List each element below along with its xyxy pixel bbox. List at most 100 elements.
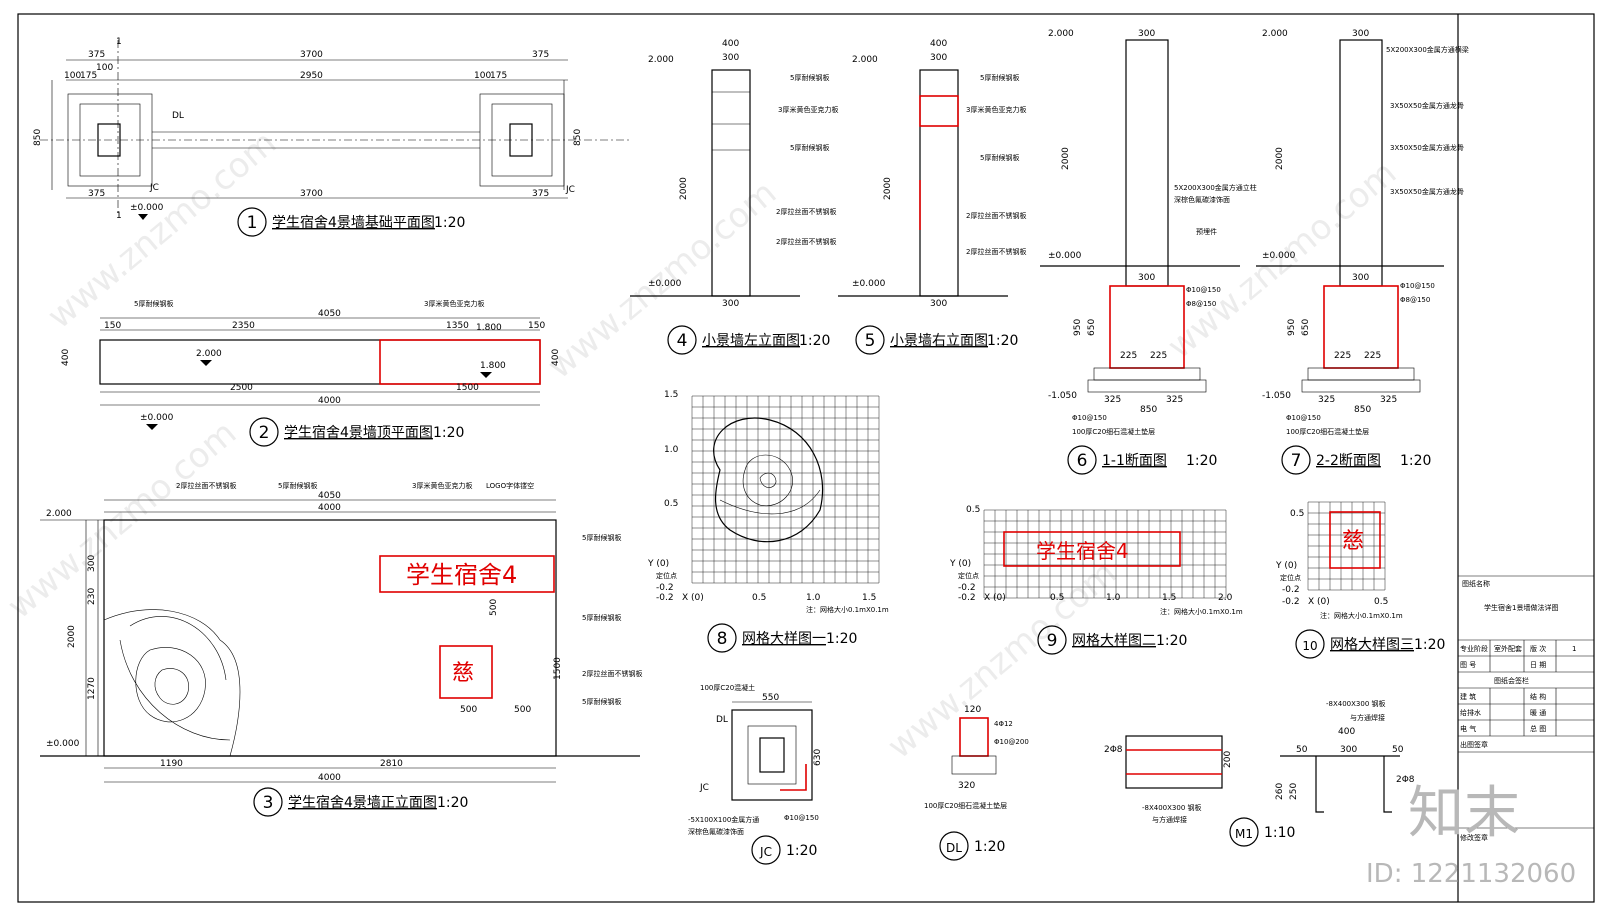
dim-225: 225 bbox=[1120, 351, 1137, 361]
note-concrete: 100厚C20混凝土 bbox=[700, 683, 755, 692]
elevation-mark: ±0.000 bbox=[130, 203, 164, 213]
title-block: 图纸名称 学生宿舍1景墙做法详图 专业阶段 室外配套 版 次 1 图 号 日 期… bbox=[1458, 575, 1594, 842]
view-number: 2 bbox=[259, 423, 270, 443]
dim-325: 325 bbox=[1166, 395, 1183, 405]
elevation-mark: 2.000 bbox=[852, 55, 878, 65]
view-number-circle bbox=[249, 417, 279, 447]
tb-name-value: 学生宿舍1景墙做法详图 bbox=[1484, 603, 1558, 612]
tb-sign: 图纸会签栏 bbox=[1494, 676, 1529, 685]
watermark-layer: www.znzmo.com www.znzmo.com www.znzmo.co… bbox=[0, 123, 1404, 767]
note-steel: 2厚拉丝面不锈钢板 bbox=[582, 669, 642, 678]
label-dl: DL bbox=[716, 715, 728, 725]
tb-cell: 电 气 bbox=[1460, 724, 1476, 733]
elevation-mark: 2.000 bbox=[196, 349, 222, 359]
view-number: 10 bbox=[1302, 639, 1317, 653]
sign-text: 学生宿舍4 bbox=[1036, 539, 1129, 563]
axis-tick: -0.2 bbox=[1282, 585, 1300, 595]
view-number: M1 bbox=[1235, 827, 1253, 841]
note-main-tube: 5X200X300金属方通立柱 bbox=[1174, 183, 1257, 192]
elevation-mark: ±0.000 bbox=[140, 413, 174, 423]
note-plate-weld: 与方通焊接 bbox=[1350, 713, 1385, 722]
dim-225: 225 bbox=[1334, 351, 1351, 361]
dim-300: 300 bbox=[1352, 273, 1369, 283]
note-rebar: Φ8@150 bbox=[1400, 296, 1430, 304]
dim-2000: 2000 bbox=[679, 177, 689, 200]
dim-400: 400 bbox=[722, 39, 739, 49]
note-steel-plate: 5厚耐候钢板 bbox=[582, 697, 621, 706]
axis-tick: 1.0 bbox=[664, 445, 679, 455]
dim-375: 375 bbox=[88, 50, 105, 60]
dim-4050: 4050 bbox=[318, 309, 341, 319]
view-4-left-elevation: 400 300 300 2000 2.000 ±0.000 5厚耐候钢板 3厚米… bbox=[630, 39, 838, 309]
dim-50: 50 bbox=[1392, 745, 1404, 755]
elevation-mark: ±0.000 bbox=[1262, 251, 1296, 261]
view-dl-detail: 120 320 4Φ12 Φ10@200 100厚C20细石混凝土垫层 bbox=[924, 705, 1029, 810]
dim-225: 225 bbox=[1364, 351, 1381, 361]
tb-cell: 建 筑 bbox=[1460, 692, 1476, 701]
view-number: 9 bbox=[1047, 631, 1058, 651]
dim-50: 50 bbox=[1296, 745, 1308, 755]
dim-2810: 2810 bbox=[380, 759, 403, 769]
dim-400: 400 bbox=[61, 349, 71, 366]
dim-500: 500 bbox=[489, 599, 499, 616]
dim-325: 325 bbox=[1380, 395, 1397, 405]
view-scale: 1:20 bbox=[799, 333, 830, 349]
dim-325: 325 bbox=[1318, 395, 1335, 405]
axis-tick: 1.0 bbox=[1106, 593, 1121, 603]
view-title: 1-1断面图 bbox=[1102, 453, 1167, 469]
dim-225: 225 bbox=[1150, 351, 1167, 361]
dim-250: 250 bbox=[1289, 783, 1299, 800]
sign-char: 慈 bbox=[452, 661, 474, 686]
grid-note: 注：网格大小0.1mX0.1m bbox=[1320, 611, 1403, 620]
dim-4000: 4000 bbox=[318, 396, 341, 406]
view-scale: 1:20 bbox=[433, 425, 464, 441]
note-acrylic: 3厚米黄色亚克力板 bbox=[966, 105, 1026, 114]
view-scale: 1:20 bbox=[437, 795, 468, 811]
dim-4000: 4000 bbox=[318, 773, 341, 783]
brand-id: ID: 1221132060 bbox=[1366, 859, 1576, 889]
axis-tick: 0.5 bbox=[1290, 509, 1304, 519]
dim-500: 500 bbox=[460, 705, 477, 715]
dim-1270: 1270 bbox=[87, 677, 97, 700]
tb-cell: 总 图 bbox=[1530, 724, 1546, 733]
axis-tick: -0.2 bbox=[958, 593, 976, 603]
note-small-tube: 3X50X50金属方通龙骨 bbox=[1390, 143, 1464, 152]
note-rebar: Φ10@200 bbox=[994, 738, 1029, 746]
elevation-mark: 2.000 bbox=[648, 55, 674, 65]
note-small-tube: 3X50X50金属方通龙骨 bbox=[1390, 101, 1464, 110]
dim-550: 550 bbox=[762, 693, 779, 703]
tb-name-label: 图纸名称 bbox=[1462, 579, 1490, 588]
dim-2000: 2000 bbox=[67, 625, 77, 648]
axis-y-origin: Y (0) bbox=[949, 559, 971, 569]
dim-300: 300 bbox=[1340, 745, 1357, 755]
dim-300: 300 bbox=[930, 299, 947, 309]
view-number-circle bbox=[1295, 629, 1325, 659]
elevation-mark: ±0.000 bbox=[1048, 251, 1082, 261]
note-plate-weld: 与方通焊接 bbox=[1152, 815, 1187, 824]
dim-2000: 2000 bbox=[1275, 147, 1285, 170]
dim-2350: 2350 bbox=[232, 321, 255, 331]
view-number-circle bbox=[707, 623, 737, 653]
dim-300: 300 bbox=[722, 299, 739, 309]
view-scale: 1:20 bbox=[1414, 637, 1445, 653]
view-title: 学生宿舍4景墙基础平面图 bbox=[272, 214, 435, 231]
note-rebar: 2Φ8 bbox=[1104, 745, 1123, 755]
elevation-mark: -1.050 bbox=[1048, 391, 1077, 401]
elevation-mark: ±0.000 bbox=[46, 739, 80, 749]
dim-850: 850 bbox=[1354, 405, 1371, 415]
dim-175: 175 bbox=[80, 71, 97, 81]
dim-260: 260 bbox=[1275, 783, 1285, 800]
dim-3700: 3700 bbox=[300, 189, 323, 199]
dim-400: 400 bbox=[930, 39, 947, 49]
note-steel: 2厚拉丝面不锈钢板 bbox=[176, 481, 236, 490]
view-scale: 1:20 bbox=[434, 215, 465, 231]
dim-375: 375 bbox=[532, 189, 549, 199]
note-steel: 2厚拉丝面不锈钢板 bbox=[776, 237, 836, 246]
elevation-mark: 1.800 bbox=[476, 323, 502, 333]
view-number: DL bbox=[946, 841, 962, 855]
view-number-circle bbox=[667, 325, 697, 355]
note-plate: -8X400X300 钢板 bbox=[1142, 803, 1202, 812]
view-scale: 1:20 bbox=[786, 843, 817, 859]
view-number-circle bbox=[1037, 625, 1067, 655]
